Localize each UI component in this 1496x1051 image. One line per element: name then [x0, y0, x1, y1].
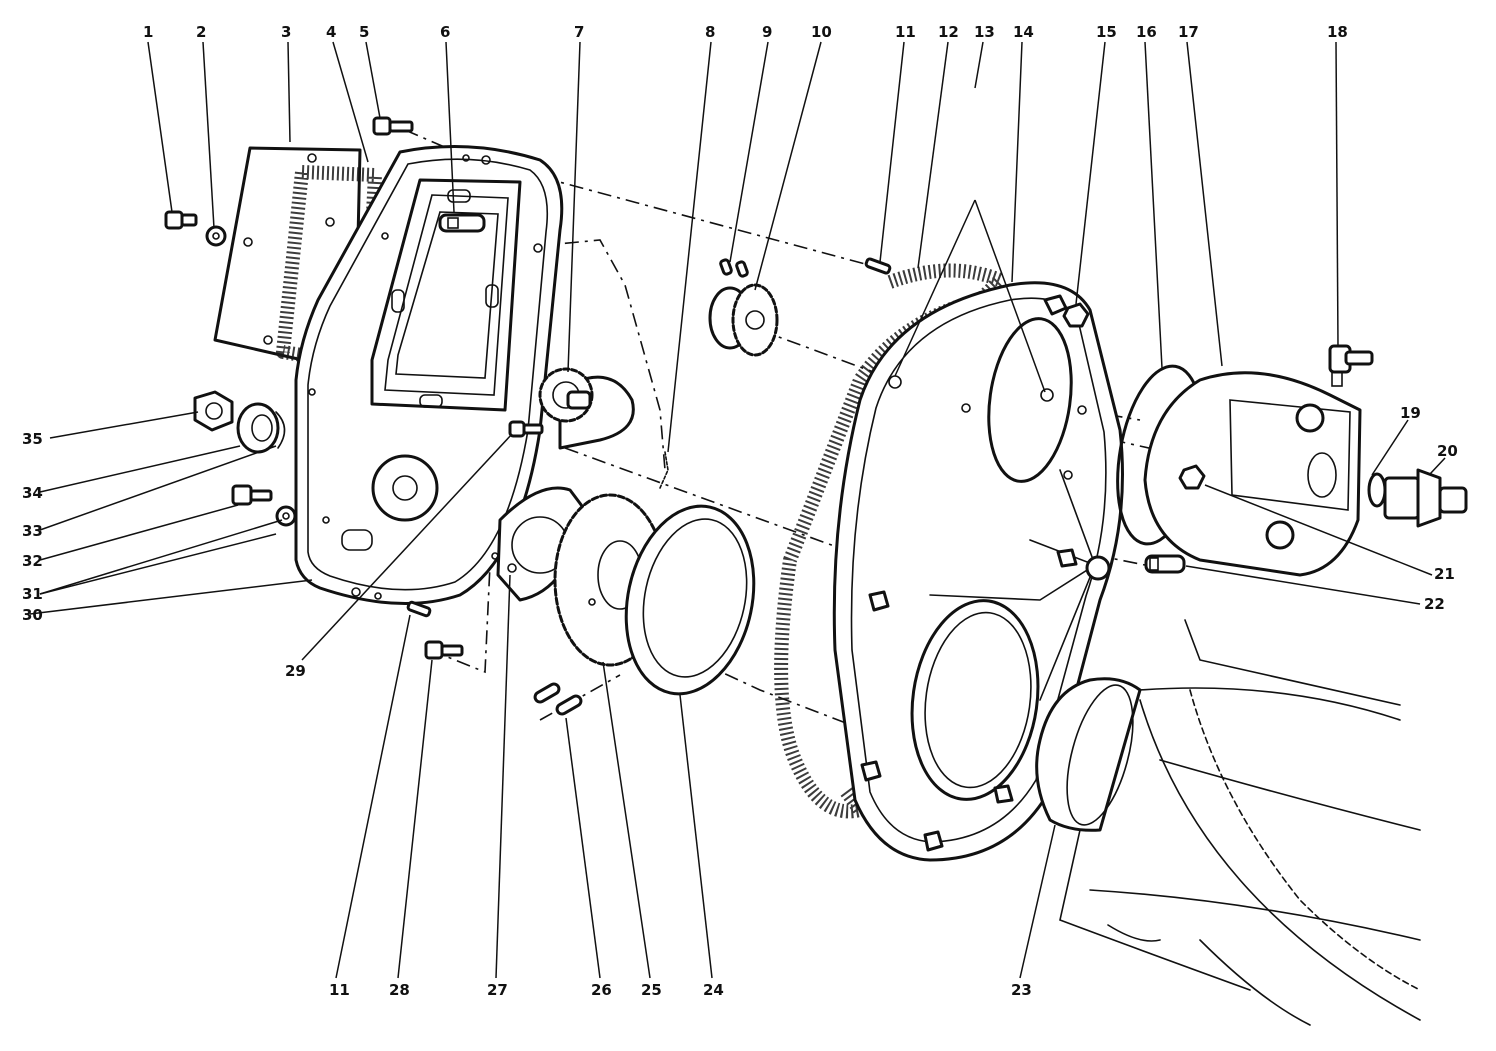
callout-23: 23: [1011, 981, 1032, 999]
engine-phantom-outline: [1059, 619, 1421, 1026]
callout-28: 28: [389, 981, 410, 999]
callout-6: 6: [440, 23, 450, 41]
callout-13: 13: [974, 23, 995, 41]
part-30-outer-chaincase-cover: [294, 145, 564, 605]
part-10-small-sprocket: [708, 283, 779, 357]
callout-29: 29: [285, 662, 306, 680]
callout-4: 4: [326, 23, 336, 41]
part-11-dowel-right: [864, 257, 892, 275]
part-19-washer: [1367, 472, 1387, 508]
callout-17: 17: [1178, 23, 1199, 41]
callout-11-bottom: 11: [329, 981, 350, 999]
callout-24: 24: [703, 981, 724, 999]
callout-32: 32: [22, 552, 43, 570]
part-33-circlip: [275, 411, 286, 449]
part-21-nut: [1178, 464, 1206, 490]
part-27-plate: [496, 486, 587, 602]
callout-3: 3: [281, 23, 291, 41]
part-22-plug: [1144, 554, 1186, 574]
part-15-bolt: [1062, 302, 1090, 328]
callout-11-top: 11: [895, 23, 916, 41]
part-17-oil-pump-body: [1143, 371, 1362, 577]
part-5-screw: [372, 116, 414, 136]
callout-1: 1: [143, 23, 153, 41]
callout-8: 8: [705, 23, 715, 41]
part-20-union: [1383, 468, 1468, 528]
callout-20: 20: [1437, 442, 1458, 460]
leader-lines: [29, 41, 1446, 979]
callout-14: 14: [1013, 23, 1034, 41]
callout-35: 35: [22, 430, 43, 448]
part-8-chain: [659, 451, 669, 489]
callout-33: 33: [22, 522, 43, 540]
callout-34: 34: [22, 484, 43, 502]
part-32-screw: [231, 484, 273, 506]
callout-5: 5: [359, 23, 369, 41]
callout-26: 26: [591, 981, 612, 999]
part-31-washer: [275, 505, 297, 527]
callout-21: 21: [1434, 565, 1455, 583]
callout-labels: 1 2 3 4 5 6 7 8 9 10 11 12 13 14 15 16 1…: [22, 23, 1458, 999]
part-26-chain-link: [533, 682, 583, 716]
part-28-screw: [424, 640, 464, 660]
part-35-nut: [193, 390, 234, 432]
part-2-washer: [205, 225, 227, 247]
part-6-stud: [438, 213, 486, 233]
callout-30: 30: [22, 606, 43, 624]
callout-22: 22: [1424, 595, 1445, 613]
part-23-sleeve: [1035, 677, 1142, 832]
part-34-seal: [236, 402, 280, 454]
callout-25: 25: [641, 981, 662, 999]
callout-7: 7: [574, 23, 584, 41]
callout-16: 16: [1136, 23, 1157, 41]
part-11-dowel-left: [406, 600, 432, 618]
part-7-tensioner-assembly: [538, 367, 635, 450]
callout-18: 18: [1327, 23, 1348, 41]
part-12-gasket: [774, 263, 1007, 819]
callout-10: 10: [811, 23, 832, 41]
part-9-key: [719, 258, 749, 278]
part-24-oil-seal: [624, 504, 756, 696]
part-29-screw: [508, 420, 544, 438]
callout-27: 27: [487, 981, 508, 999]
part-18-elbow-fitting: [1328, 344, 1374, 387]
part-1-screw: [164, 210, 198, 230]
part-4-gasket: [276, 165, 382, 372]
callout-9: 9: [762, 23, 772, 41]
callout-12: 12: [938, 23, 959, 41]
callout-19: 19: [1400, 404, 1421, 422]
callout-15: 15: [1096, 23, 1117, 41]
callout-31: 31: [22, 585, 43, 603]
callout-2: 2: [196, 23, 206, 41]
